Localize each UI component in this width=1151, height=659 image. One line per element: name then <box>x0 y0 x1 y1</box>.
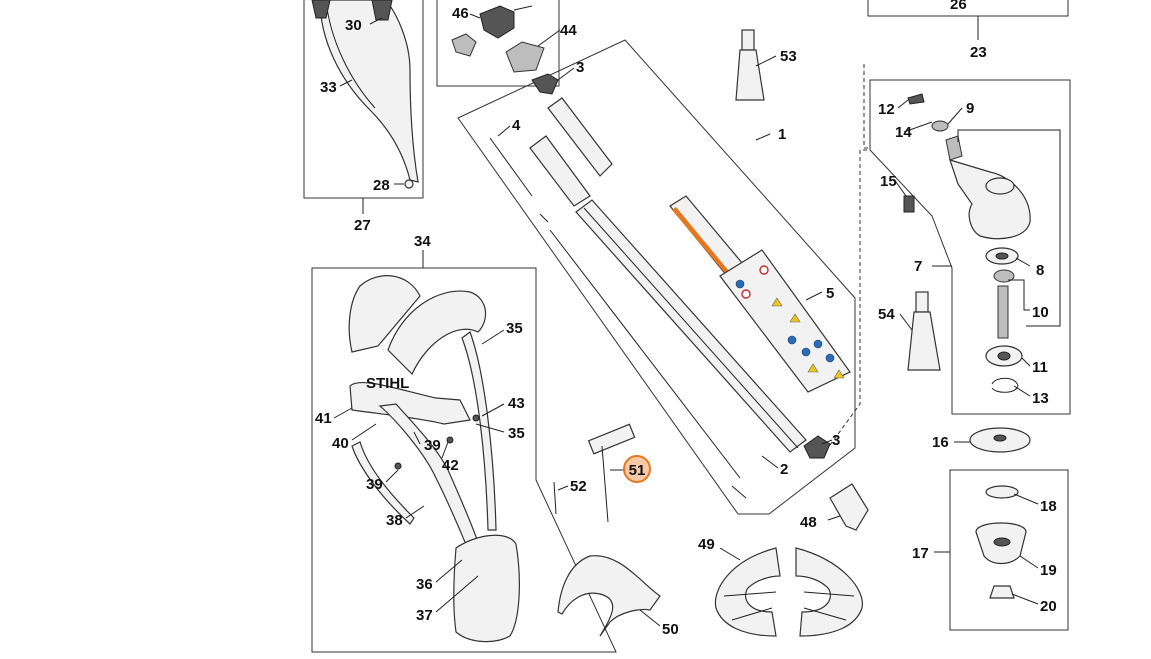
part-labels: 30 33 28 27 46 44 3 4 53 1 5 3 2 26 23 1… <box>315 0 1057 638</box>
label-52: 52 <box>570 478 587 495</box>
highlight-circle[interactable] <box>623 455 651 483</box>
label-44: 44 <box>560 22 577 39</box>
combination-wrench-51 <box>587 423 636 523</box>
guard-extension-48 <box>829 483 869 531</box>
pin-52 <box>553 481 557 515</box>
label-35-bottom: 35 <box>508 425 525 442</box>
cap-3-bottom <box>803 435 831 459</box>
label-38: 38 <box>386 512 403 529</box>
label-41: 41 <box>315 410 332 427</box>
label-15: 15 <box>880 173 897 190</box>
grease-tube-53 <box>735 29 765 101</box>
label-28: 28 <box>373 177 390 194</box>
label-53: 53 <box>780 48 797 65</box>
label-46: 46 <box>452 5 469 22</box>
label-2: 2 <box>780 461 788 478</box>
label-4: 4 <box>512 117 521 134</box>
label-23: 23 <box>970 44 987 61</box>
label-1: 1 <box>778 126 786 143</box>
label-40: 40 <box>332 435 349 452</box>
label-11: 11 <box>1032 359 1048 376</box>
label-33: 33 <box>320 79 337 96</box>
label-48: 48 <box>800 514 817 531</box>
label-37: 37 <box>416 607 433 624</box>
label-20: 20 <box>1040 598 1057 615</box>
label-7: 7 <box>914 258 922 275</box>
leader-lines <box>333 13 1061 627</box>
strap-loop-33 <box>311 0 419 189</box>
label-39-left: 39 <box>366 476 383 493</box>
thrust-plate-16 <box>969 427 1031 453</box>
safety-glasses-50 <box>557 555 661 637</box>
shaft-rod-4 <box>489 137 533 197</box>
decal-5 <box>669 195 851 393</box>
label-16: 16 <box>932 434 949 451</box>
label-8: 8 <box>1036 262 1044 279</box>
label-5: 5 <box>826 285 834 302</box>
harness-34: STIHL <box>348 275 520 643</box>
label-27: 27 <box>354 217 371 234</box>
grease-tube-54 <box>907 291 941 371</box>
guard-49 <box>714 547 863 637</box>
label-43: 43 <box>508 395 525 412</box>
knob-46 <box>451 5 533 57</box>
label-39-right: 39 <box>424 437 441 454</box>
brand-label: STIHL <box>366 375 409 392</box>
drive-tube <box>529 97 807 499</box>
clamp-44 <box>505 41 545 73</box>
label-35-top: 35 <box>506 320 523 337</box>
label-10: 10 <box>1032 304 1049 321</box>
label-3-top: 3 <box>576 59 584 76</box>
label-19: 19 <box>1040 562 1057 579</box>
trimmer-head-17 <box>975 485 1027 599</box>
label-12: 12 <box>878 101 895 118</box>
gearhead <box>903 93 1031 393</box>
label-49: 49 <box>698 536 715 553</box>
label-34: 34 <box>414 233 431 250</box>
label-17: 17 <box>912 545 929 562</box>
label-36: 36 <box>416 576 433 593</box>
highlighted-part-51[interactable]: 51 <box>623 455 651 483</box>
label-9: 9 <box>966 100 974 117</box>
label-26: 26 <box>950 0 967 13</box>
label-18: 18 <box>1040 498 1057 515</box>
label-51[interactable]: 51 <box>629 462 646 479</box>
label-42: 42 <box>442 457 459 474</box>
parts: STIHL <box>311 0 1031 643</box>
label-14: 14 <box>895 124 912 141</box>
label-50: 50 <box>662 621 679 638</box>
cap-3-top <box>531 73 559 95</box>
label-54: 54 <box>878 306 895 323</box>
label-3-bottom: 3 <box>832 432 840 449</box>
label-13: 13 <box>1032 390 1049 407</box>
label-30: 30 <box>345 17 362 34</box>
